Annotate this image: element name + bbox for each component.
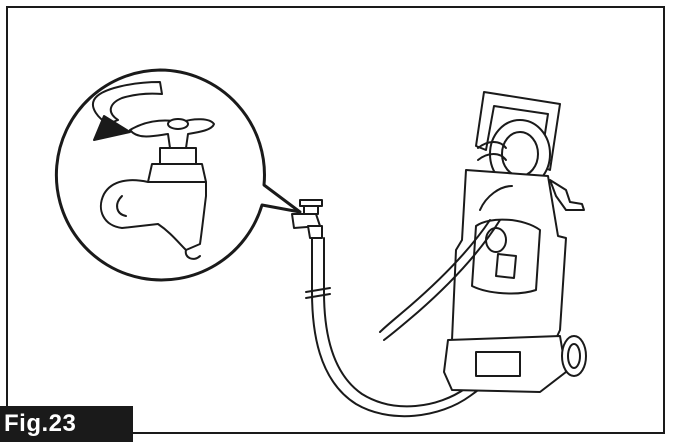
faucet-icon — [292, 200, 322, 238]
figure-label: Fig.23 — [0, 406, 133, 442]
pressure-washer-icon — [380, 92, 586, 392]
